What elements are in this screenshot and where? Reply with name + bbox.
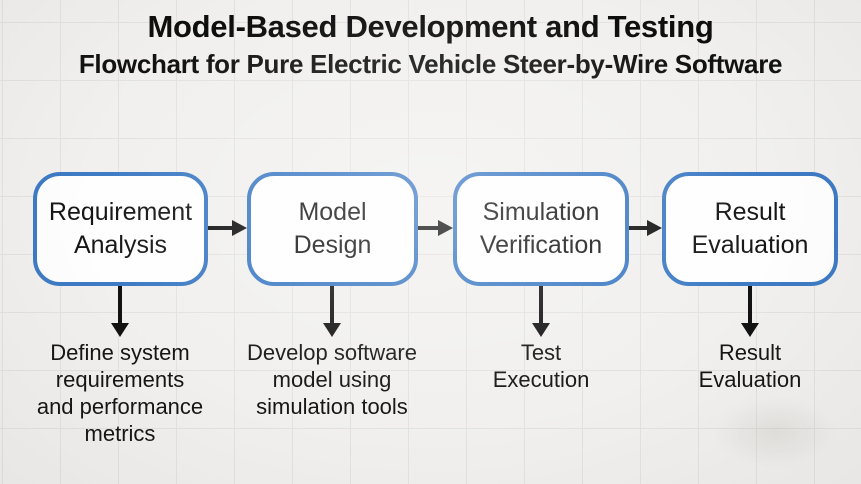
flow-step-label: Result Evaluation <box>691 198 809 259</box>
arrow-shaft <box>629 226 652 230</box>
page-title: Model-Based Development and Testing <box>147 9 714 44</box>
arrow-down-icon <box>741 286 759 337</box>
arrow-shaft <box>118 286 122 324</box>
arrow-down-icon <box>111 286 129 337</box>
flow-step-label: Requirement Analysis <box>48 198 193 259</box>
arrow-head <box>741 323 759 337</box>
arrow-head <box>232 220 247 236</box>
step-caption: Test Execution <box>492 340 590 392</box>
arrow-down-icon <box>532 286 550 337</box>
arrow-shaft <box>539 286 543 324</box>
watermark-smudge <box>690 385 860 480</box>
flow-step-label: Simulation Verification <box>479 198 603 259</box>
step-caption: Develop software model using simulation … <box>247 340 417 419</box>
arrow-shaft <box>330 286 334 324</box>
flow-step-box-result-evaluation: Result Evaluation <box>662 172 838 286</box>
arrow-shaft <box>418 226 443 230</box>
arrow-head <box>438 220 453 236</box>
flow-step-label: Model Design <box>293 198 372 259</box>
arrow-right-icon <box>629 219 662 237</box>
arrow-shaft <box>748 286 752 324</box>
arrow-down-icon <box>323 286 341 337</box>
step-caption: Define system requirements and performan… <box>36 340 204 446</box>
flow-step-box-requirement-analysis: Requirement Analysis <box>33 172 208 286</box>
flow-step-box-model-design: Model Design <box>247 172 418 286</box>
arrow-right-icon <box>418 219 453 237</box>
flow-step-box-simulation-verification: Simulation Verification <box>453 172 629 286</box>
arrow-head <box>647 220 662 236</box>
arrow-head <box>323 323 341 337</box>
page-subtitle: Flowchart for Pure Electric Vehicle Stee… <box>78 49 783 79</box>
arrow-shaft <box>208 226 237 230</box>
arrow-right-icon <box>208 219 247 237</box>
step-caption: Result Evaluation <box>698 340 802 392</box>
arrow-head <box>111 323 129 337</box>
arrow-head <box>532 323 550 337</box>
